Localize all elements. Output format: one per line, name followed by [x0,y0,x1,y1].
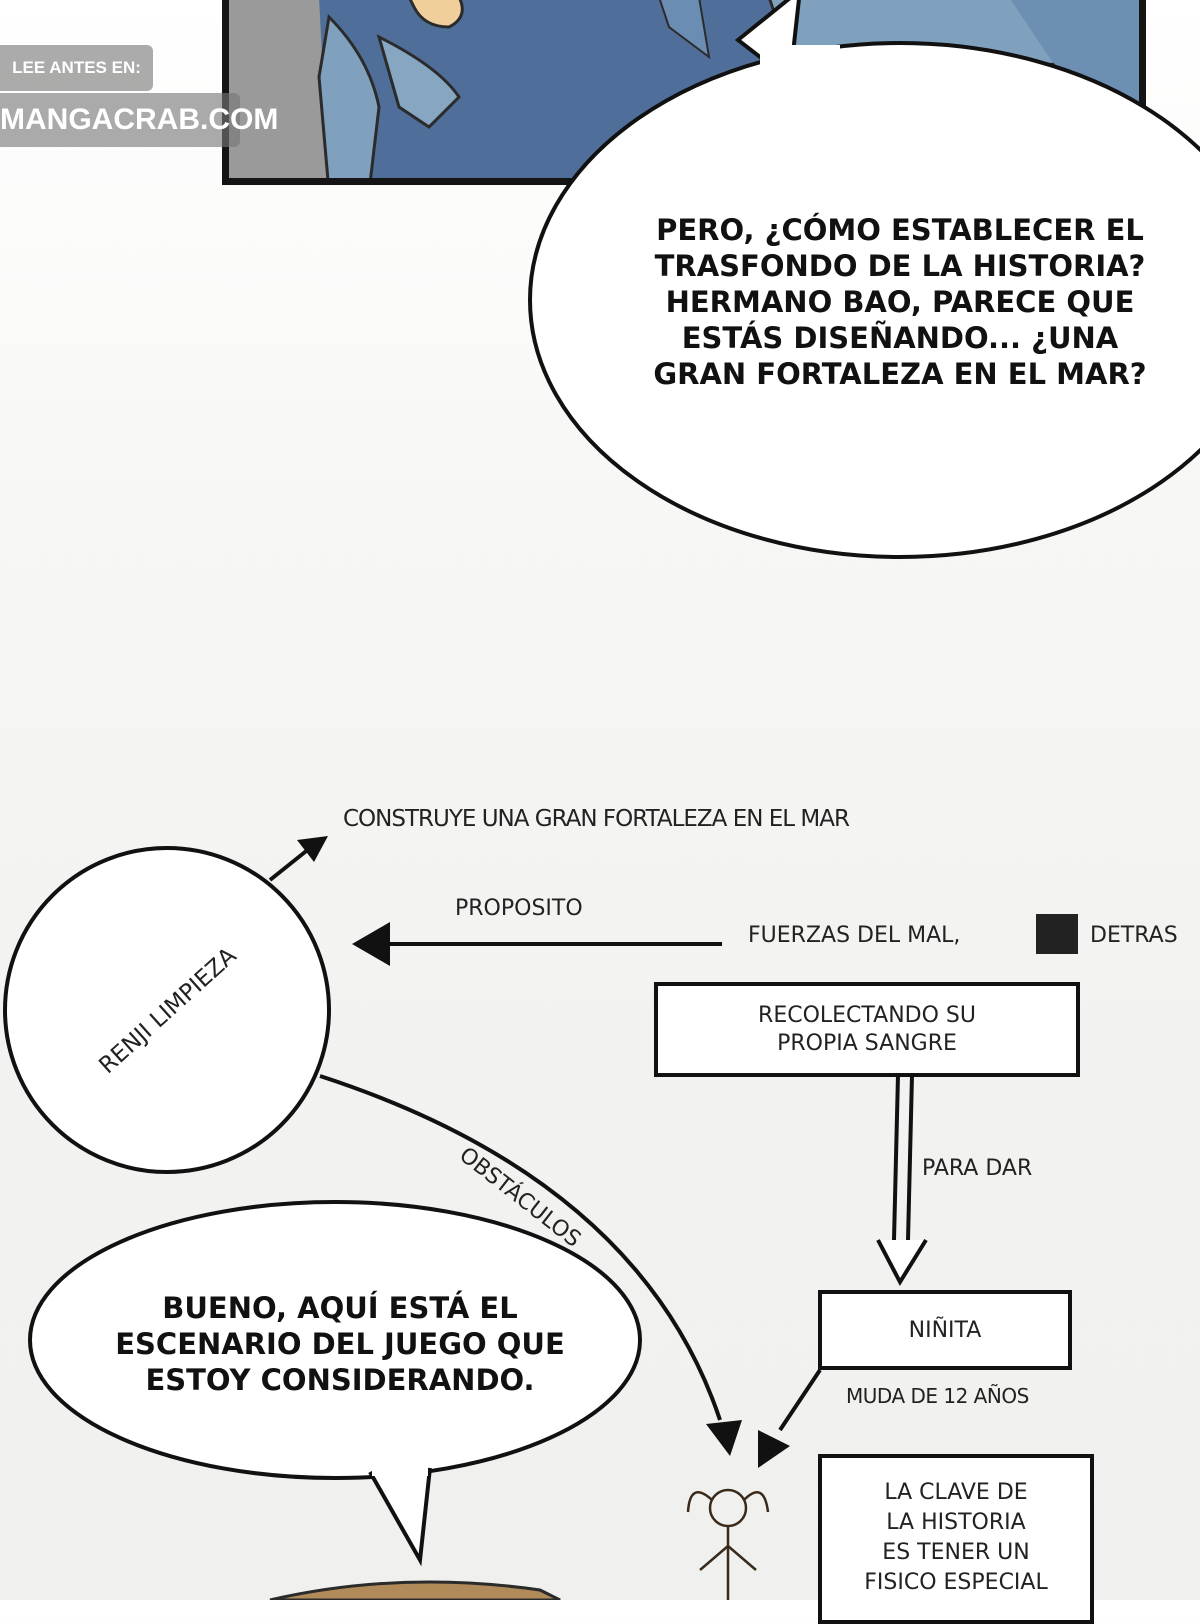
blood-box: RECOLECTANDO SU PROPIA SANGRE [654,982,1080,1077]
watermark-label: LEE ANTES EN: [0,45,153,91]
box-line: PROPIA SANGRE [777,1030,957,1056]
speech-text-top: PERO, ¿CÓMO ESTABLECER EL TRASFONDO DE L… [600,212,1200,392]
girl-note: MUDA DE 12 AÑOS [846,1384,1029,1408]
stick-figure-girl [686,1488,770,1600]
box-line: LA HISTORIA [886,1510,1026,1535]
character-hair-bottom [269,1580,561,1600]
speech-line: TRASFONDO DE LA HISTORIA? [654,249,1146,283]
box-line: FISICO ESPECIAL [864,1570,1048,1595]
speech-line: BUENO, AQUÍ ESTÁ EL [162,1291,518,1325]
speech-line: ESCENARIO DEL JUEGO QUE [115,1327,565,1361]
give-label: PARA DAR [922,1156,1033,1181]
goal-text: CONSTRUYE UNA GRAN FORTALEZA EN EL MAR [343,806,850,832]
speech-text-bottom: BUENO, AQUÍ ESTÁ EL ESCENARIO DEL JUEGO … [60,1290,620,1398]
speech-line: ESTOY CONSIDERANDO. [145,1363,535,1397]
box-line: ES TENER UN [882,1540,1030,1565]
box-line: LA CLAVE DE [884,1480,1028,1505]
speech-bubble-bottom-tail [368,1467,432,1567]
box-line: NIÑITA [908,1317,982,1343]
evil-forces-text: FUERZAS DEL MAL, [748,923,961,948]
key-box: LA CLAVE DE LA HISTORIA ES TENER UN FISI… [818,1454,1094,1624]
speech-bubble-top [528,41,1200,559]
speech-line: ESTÁS DISEÑANDO... ¿UNA [681,321,1119,355]
purpose-label: PROPOSITO [455,896,583,921]
speech-line: PERO, ¿CÓMO ESTABLECER EL [656,213,1144,247]
girl-box: NIÑITA [818,1290,1072,1370]
speech-line: GRAN FORTALEZA EN EL MAR? [653,357,1147,391]
scribble-mark [1036,914,1078,954]
renji-circle [3,846,331,1174]
speech-line: HERMANO BAO, PARECE QUE [665,285,1135,319]
watermark-site: MANGACRAB.COM [0,93,278,147]
speech-bubble-bottom [28,1200,642,1480]
evil-forces-suffix: DETRAS [1090,923,1178,948]
box-line: RECOLECTANDO SU [758,1002,976,1028]
